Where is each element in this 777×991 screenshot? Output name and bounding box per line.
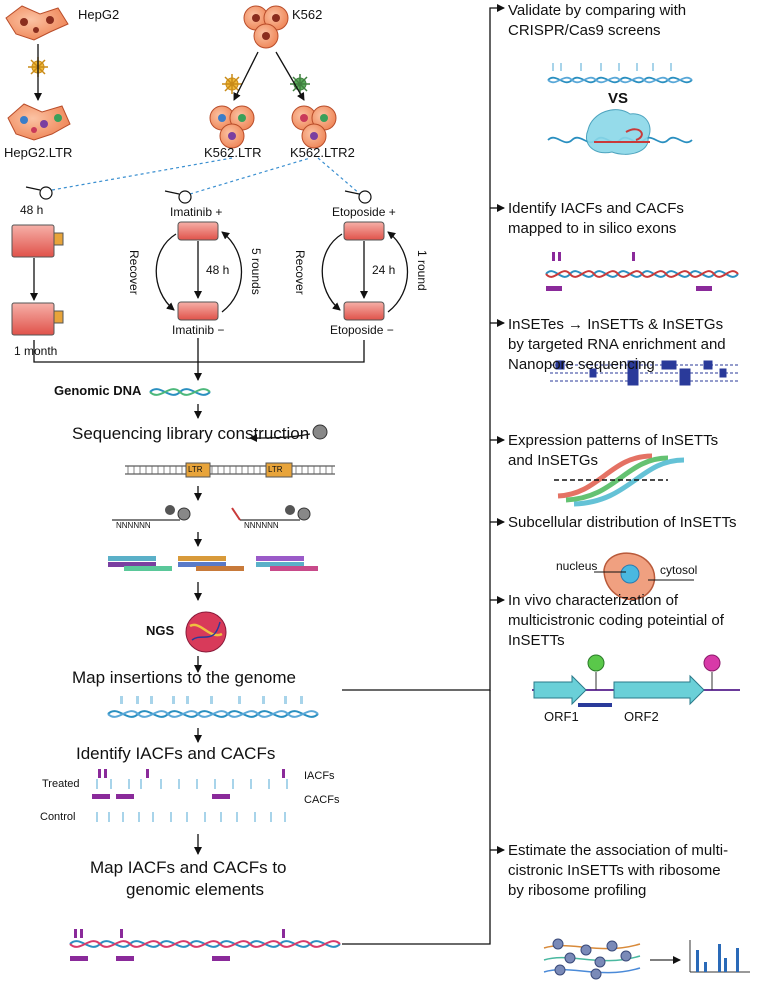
right-subcellular: Subcellular distribution of InSETTs: [508, 514, 737, 531]
right-vivo-2: multicistronic coding poteintial of: [508, 612, 724, 629]
library-construction-graphic: [125, 424, 335, 478]
label-1-month: 1 month: [14, 344, 58, 358]
label-imatinib-plus: Imatinib +: [170, 205, 223, 219]
crispr-helix-top: [547, 76, 693, 84]
label-vs: VS: [608, 90, 629, 107]
hepg2-cells-icon: [5, 5, 69, 41]
right-expression-1: Expression patterns of InSETTs: [508, 432, 719, 449]
map-insertions-helix: [107, 710, 319, 718]
k562-cells-icon: [243, 5, 289, 49]
right-ribo-1: Estimate the association of multi-: [508, 842, 729, 859]
label-nnnnnn-1: NNNNNN: [116, 521, 151, 530]
label-k562-ltr2: K562.LTR2: [290, 145, 355, 160]
right-inset-line-1: InSETes → InSETTs & InSETGs: [508, 316, 723, 333]
crispr-track-graphic: [552, 63, 672, 71]
ngs-chip-icon: [185, 611, 227, 653]
label-imatinib-minus: Imatinib −: [172, 323, 225, 337]
step-identify: Identify IACFs and CACFs: [76, 744, 276, 763]
right-inset-line-2: by targeted RNA enrichment and: [508, 336, 726, 353]
inset-insetts-insetgs: InSETTs & InSETGs: [587, 316, 724, 333]
magnifier-icons: [25, 186, 372, 204]
insertion-ticks: [120, 696, 303, 704]
dashed-connectors: [51, 157, 361, 195]
adapter-fragments-graphic: [112, 505, 311, 521]
right-expression-2: and InSETGs: [508, 452, 599, 469]
label-hepg2: HepG2: [78, 7, 120, 22]
right-ribo-3: by ribosome profiling: [508, 882, 647, 899]
control-track: [96, 812, 286, 822]
insilico-exon-marks: [546, 252, 712, 291]
label-hepg2-ltr: HepG2.LTR: [4, 145, 73, 160]
label-cacfs: CACFs: [304, 794, 340, 806]
cas9-icon: [547, 109, 693, 155]
label-ltr-1: LTR: [188, 465, 203, 474]
label-cytosol: cytosol: [660, 563, 698, 577]
label-48h-imatinib: 48 h: [206, 263, 230, 277]
label-1-round: 1 round: [415, 250, 429, 291]
label-nnnnnn-2: NNNNNN: [244, 521, 279, 530]
label-control: Control: [40, 811, 76, 823]
expression-curves-graphic: [557, 453, 685, 507]
element-marks: [70, 929, 285, 961]
k562-ltr-cells-icon: [209, 105, 255, 149]
right-validate-1: Validate by comparing with: [508, 2, 687, 19]
genomic-elements-helix: [69, 940, 341, 948]
culture-dish-icons: [177, 221, 385, 321]
right-vivo-1: In vivo characterization of: [508, 592, 679, 609]
virus-icon: [28, 57, 242, 94]
inset-insetes: InSETes: [508, 316, 564, 333]
label-recover-etoposide: Recover: [293, 250, 307, 295]
label-ltr-2: LTR: [268, 465, 283, 474]
label-recover-imatinib: Recover: [127, 250, 141, 295]
label-etoposide-plus: Etoposide +: [332, 205, 396, 219]
label-nucleus: nucleus: [556, 559, 598, 573]
virus-green-icon: [290, 74, 310, 94]
k562-ltr2-cells-icon: [291, 105, 337, 149]
label-iacfs: IACFs: [304, 770, 335, 782]
right-identify-1: Identify IACFs and CACFs: [508, 200, 684, 217]
label-treated: Treated: [42, 778, 80, 790]
label-etoposide-minus: Etoposide −: [330, 323, 394, 337]
label-orf2: ORF2: [624, 709, 659, 724]
right-inset-line-3: Nanopore sequencing: [508, 356, 655, 373]
cell-nucleus-icon: [594, 552, 694, 601]
right-identify-2: mapped to in silico exons: [508, 220, 677, 237]
right-ribo-2: cistronic InSETTs with ribosome: [508, 862, 721, 879]
label-orf1: ORF1: [544, 709, 579, 724]
label-genomic-dna: Genomic DNA: [54, 383, 142, 398]
label-k562-ltr: K562.LTR: [204, 145, 262, 160]
insilico-exon-helix: [545, 270, 739, 278]
label-48h: 48 h: [20, 203, 44, 217]
label-5-rounds: 5 rounds: [249, 248, 263, 295]
treated-track: [92, 769, 288, 799]
orf-constructs-graphic: [532, 654, 740, 707]
hepg2-ltr-cells-icon: [7, 103, 71, 141]
step-map-insertions: Map insertions to the genome: [72, 668, 296, 687]
sequencing-reads-graphic: [108, 556, 318, 571]
step-library-construction: Sequencing library construction: [72, 424, 310, 443]
inset-arrow: →: [568, 316, 584, 333]
dna-helix-small-icon: [149, 388, 211, 396]
right-validate-2: CRISPR/Cas9 screens: [508, 22, 661, 39]
ribosome-profiling-graphic: [543, 938, 750, 980]
label-24h: 24 h: [372, 263, 396, 277]
step-map-elements-2: genomic elements: [126, 880, 264, 899]
label-ngs: NGS: [146, 623, 175, 638]
label-k562: K562: [292, 7, 323, 22]
step-map-elements-1: Map IACFs and CACFs to: [90, 858, 287, 877]
nanopore-transcripts-graphic: [550, 360, 740, 386]
right-vivo-3: InSETTs: [508, 632, 565, 649]
culture-flask-icons: [11, 224, 64, 336]
